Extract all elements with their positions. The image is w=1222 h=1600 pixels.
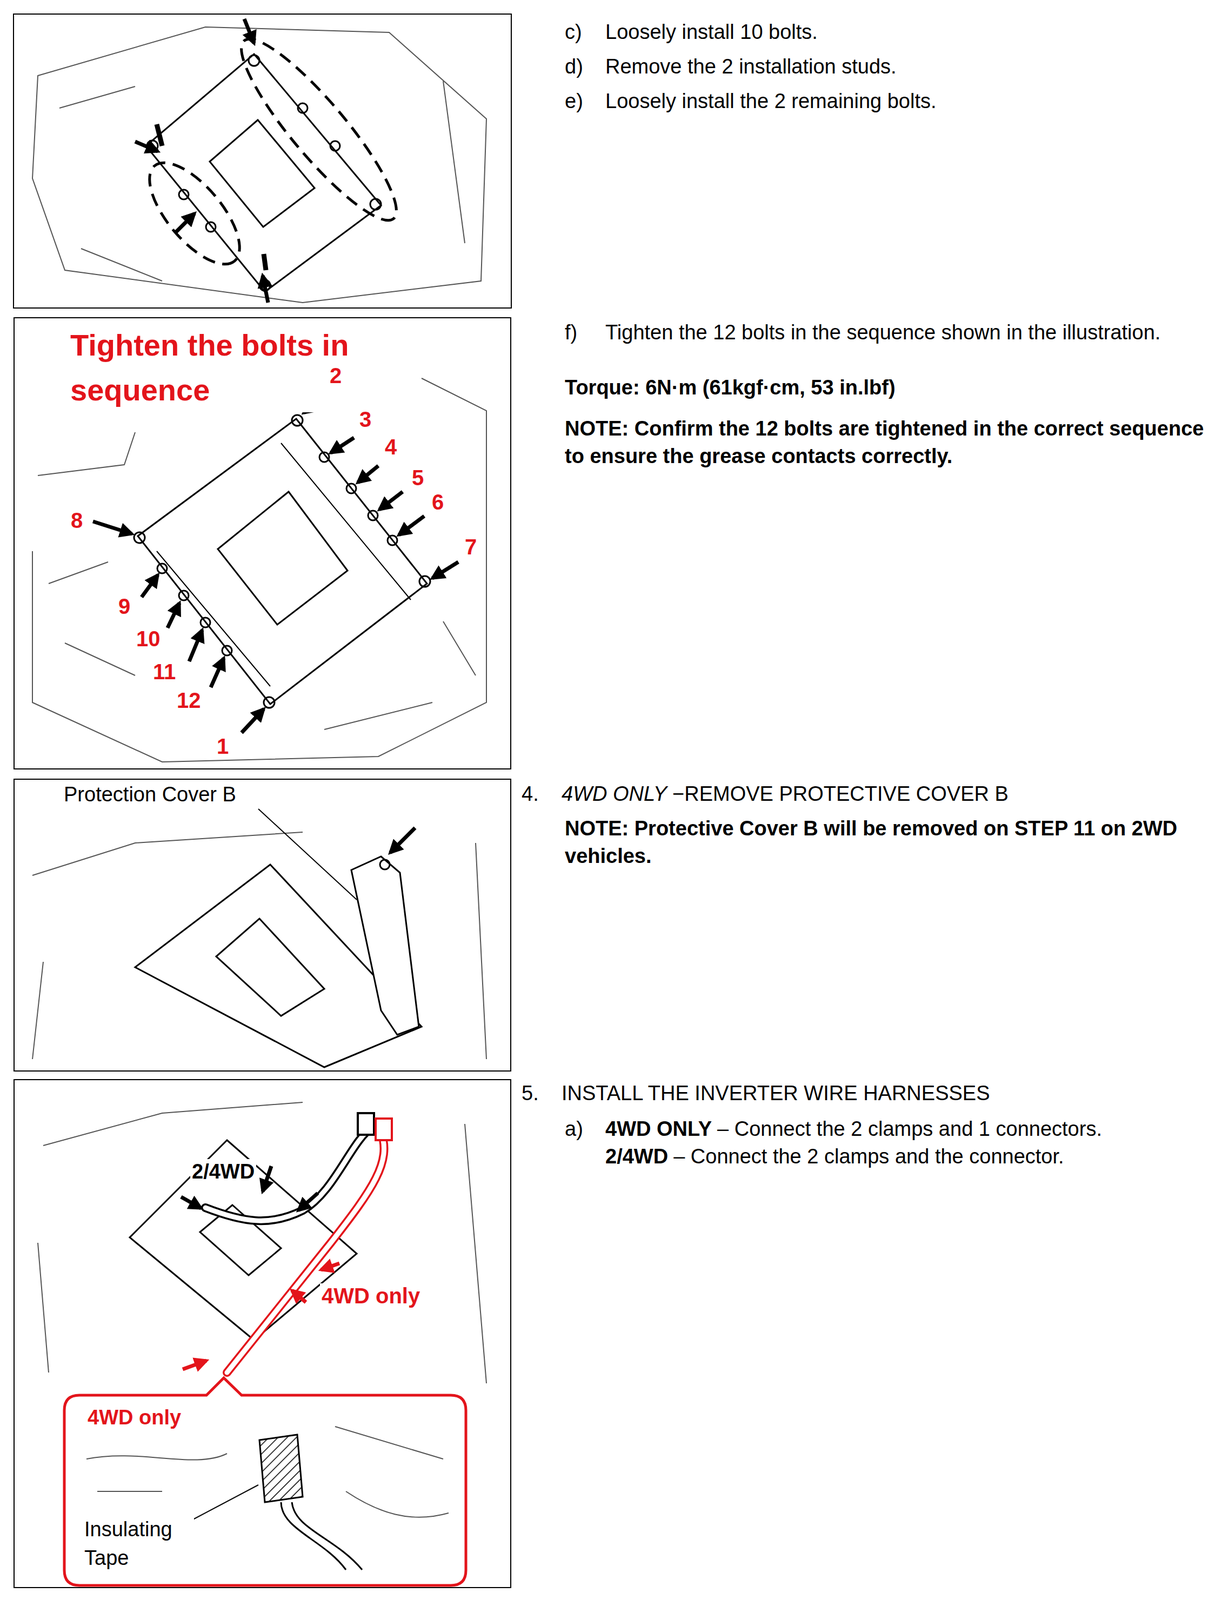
- text-row: 4WD ONLY−REMOVE PROTECTIVE COVER B: [561, 780, 1009, 809]
- callout-number: 3: [357, 407, 373, 432]
- pointer-arrow: [390, 827, 416, 853]
- text-row: 2/4WD– Connect the 2 clamps and the conn…: [605, 1143, 1065, 1171]
- step-letter: f): [564, 318, 578, 347]
- panel-4: [37, 1102, 487, 1571]
- inverter-cover: [216, 918, 325, 1017]
- bolt: [379, 859, 390, 870]
- step-text: Loosely install the 2 remaining bolts.: [605, 87, 937, 116]
- torque-spec: Torque: 6N·m (61kgf·cm, 53 in.lbf): [564, 374, 896, 402]
- callout-number: 11: [151, 659, 178, 684]
- dashed-group-outline: [223, 23, 414, 237]
- callout-number: 1: [215, 734, 231, 759]
- inverter-board: [129, 1140, 357, 1341]
- text-row: 4WD ONLY– Connect the 2 clamps and 1 con…: [605, 1115, 1103, 1144]
- callout-number: 12: [175, 688, 203, 713]
- inverter-board: [137, 418, 427, 705]
- variant-label: 2/4WD: [190, 1159, 257, 1185]
- protection-cover-b: [351, 856, 419, 1035]
- leader-line: [192, 1485, 259, 1520]
- variant-label: 4WD only: [319, 1283, 422, 1309]
- figure-panel: Protection Cover B: [13, 778, 512, 1072]
- step-letter: e): [564, 87, 584, 116]
- note-text: NOTE: Protective Cover B will be removed…: [564, 815, 1219, 871]
- wire: [281, 1502, 363, 1571]
- inverter-cover: [217, 491, 348, 625]
- callout-number: 7: [463, 535, 479, 559]
- clamp-arrows-4wd: [182, 1263, 340, 1370]
- sequence-arrows: [92, 397, 459, 733]
- panel-frame: [13, 14, 512, 309]
- figure-panel: Tighten the bolts in sequence: [13, 317, 512, 770]
- step-text: Loosely install 10 bolts.: [605, 18, 818, 46]
- bolts: [147, 55, 382, 291]
- vehicle-type: 4WD ONLY: [605, 1115, 712, 1144]
- callout-number: 9: [116, 594, 132, 619]
- callout-number: 10: [134, 626, 163, 651]
- dashed-group-outline: [134, 148, 256, 279]
- vehicle-type: 2/4WD: [605, 1143, 669, 1171]
- board-edge: [156, 443, 411, 687]
- pointer-arrows: [135, 18, 269, 303]
- callout-number: 4: [383, 435, 399, 459]
- stud-marks: [156, 124, 266, 271]
- note-text: NOTE: Confirm the 12 bolts are tightened…: [564, 415, 1214, 471]
- housing-outline: [32, 378, 487, 763]
- step-text: Remove the 2 installation studs.: [605, 52, 897, 81]
- step-heading: 4WD ONLY: [561, 780, 667, 809]
- step-text: Tighten the 12 bolts in the sequence sho…: [605, 318, 1179, 347]
- inverter-board: [145, 54, 382, 292]
- step-text: – Connect the 2 clamps and 1 connectors.: [717, 1115, 1103, 1144]
- step-letter: a): [564, 1115, 584, 1144]
- callout-number: 5: [410, 465, 426, 490]
- insulating-tape: [259, 1434, 303, 1503]
- step-text: – Connect the 2 clamps and the connector…: [673, 1143, 1064, 1171]
- housing-outline: [37, 1102, 487, 1384]
- part-label: Protection Cover B: [62, 781, 238, 808]
- step-number: 5.: [521, 1079, 539, 1108]
- inset-border: [64, 1378, 466, 1586]
- connector: [357, 1113, 375, 1135]
- panel-1: [13, 14, 512, 309]
- step-heading: −REMOVE PROTECTIVE COVER B: [672, 780, 1009, 809]
- panel-2: [32, 378, 487, 763]
- figure-panel: 2/4WD4WD only4WD onlyInsulating Tape: [13, 1079, 512, 1589]
- bolts: [134, 415, 431, 709]
- step-number: 4.: [521, 780, 539, 809]
- callout-number: 8: [69, 508, 85, 533]
- step-letter: c): [564, 18, 583, 46]
- panel-3: [32, 809, 487, 1068]
- step-letter: d): [564, 52, 584, 81]
- inset-detail: [86, 1426, 449, 1518]
- connector-4wd: [375, 1118, 392, 1141]
- step-heading: INSTALL THE INVERTER WIRE HARNESSES: [561, 1079, 991, 1108]
- part-label: Insulating Tape: [82, 1515, 195, 1573]
- inset-title: 4WD only: [85, 1405, 183, 1431]
- leader-line: [258, 809, 357, 900]
- detail-inset: 4WD onlyInsulating Tape: [64, 1395, 466, 1586]
- callout-number: 6: [430, 490, 446, 514]
- housing-outline: [32, 27, 487, 303]
- callout-number: 2: [328, 363, 344, 388]
